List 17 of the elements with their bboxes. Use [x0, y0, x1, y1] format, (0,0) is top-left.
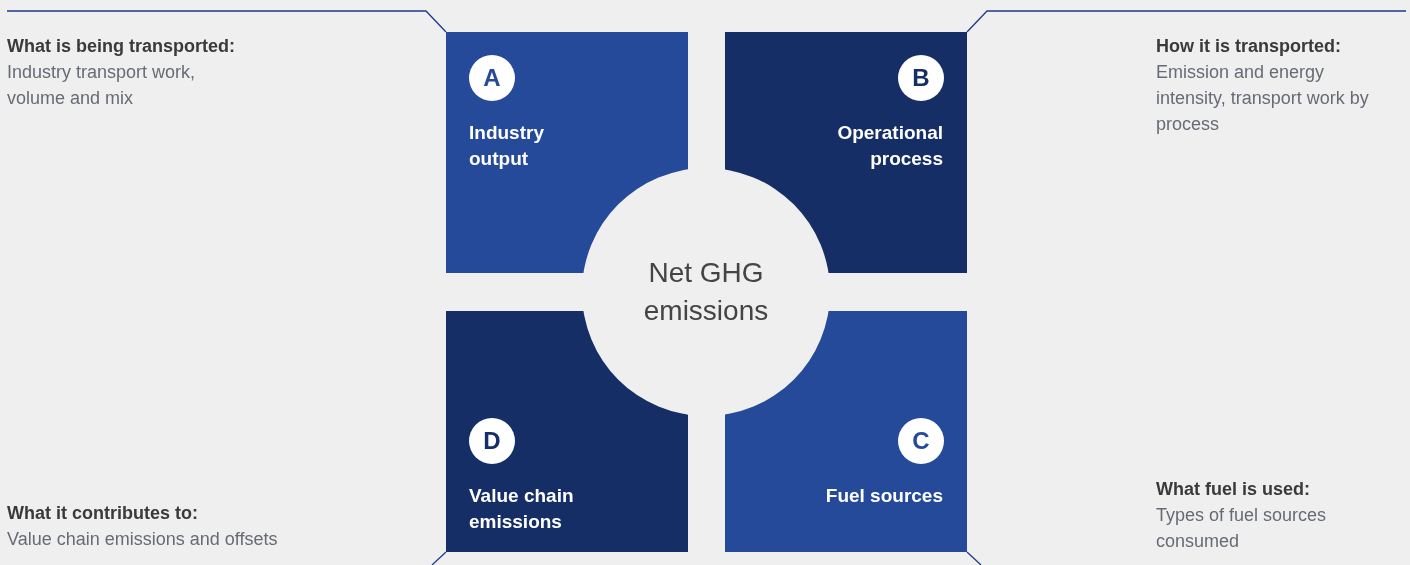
- description-text: Industry transport work, volume and mix: [7, 61, 197, 110]
- quadrant-label: Operational process: [836, 121, 943, 171]
- leader-line: [6, 10, 447, 33]
- description-text: Emission and energy intensity, transport work by process: [1156, 61, 1370, 136]
- quadrant-label: Value chain emissions: [469, 484, 575, 534]
- heading-text: How it is transported:: [1156, 35, 1341, 58]
- heading-text: What fuel is used:: [1156, 478, 1310, 501]
- leader-line: [966, 10, 1407, 33]
- quadrant-label: Fuel sources: [824, 484, 943, 508]
- quadrant-label: Industry output: [469, 121, 545, 171]
- heading-text: What it contributes to:: [7, 502, 198, 525]
- description-text: Types of fuel sources consumed: [1156, 504, 1328, 553]
- leader-line: [431, 551, 447, 565]
- center-label: Net GHG emissions: [642, 256, 770, 328]
- description-text: Value chain emissions and offsets: [7, 528, 278, 551]
- leader-line: [966, 551, 982, 565]
- heading-text: What is being transported:: [7, 35, 235, 58]
